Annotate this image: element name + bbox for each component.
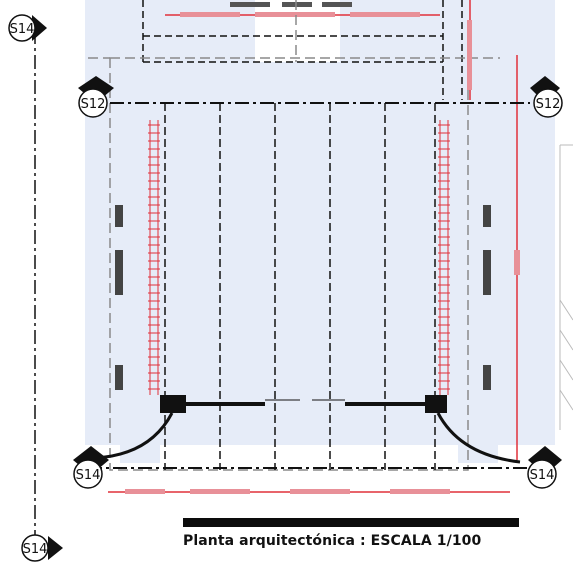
section-marker-s14-bottom-left: S14 bbox=[73, 446, 109, 489]
upper-frame bbox=[142, 0, 463, 100]
svg-text:S12: S12 bbox=[81, 97, 106, 112]
section-marker-s14-top: S14 bbox=[8, 14, 47, 42]
sliding-doors bbox=[94, 395, 521, 464]
wall-hatching bbox=[148, 124, 450, 390]
right-stair-hatch bbox=[559, 144, 573, 430]
floor-area bbox=[85, 0, 555, 463]
section-marker-s14-page-bottom: S14 bbox=[21, 534, 63, 562]
bottom-dimension-line bbox=[108, 489, 510, 494]
top-dimension-line bbox=[165, 12, 440, 17]
plan-caption: Planta arquitectónica : ESCALA 1/100 bbox=[183, 533, 482, 549]
side-columns bbox=[115, 205, 491, 390]
svg-text:S14: S14 bbox=[76, 468, 101, 483]
top-mechanism bbox=[230, 2, 352, 7]
section-marker-s12-right: S12 bbox=[530, 76, 563, 118]
svg-text:S12: S12 bbox=[536, 97, 561, 112]
right-dimension-line bbox=[467, 0, 520, 460]
svg-text:S14: S14 bbox=[530, 468, 555, 483]
outer-gray-frame bbox=[88, 0, 500, 471]
scale-bar bbox=[183, 518, 519, 527]
section-markers: S14 S12 S12 S14 S14 S14 bbox=[8, 14, 563, 562]
section-marker-s14-bottom-right: S14 bbox=[527, 446, 562, 489]
svg-text:S14: S14 bbox=[23, 542, 48, 557]
section-marker-s12-left: S12 bbox=[78, 76, 114, 118]
section-label: S14 bbox=[10, 22, 35, 37]
